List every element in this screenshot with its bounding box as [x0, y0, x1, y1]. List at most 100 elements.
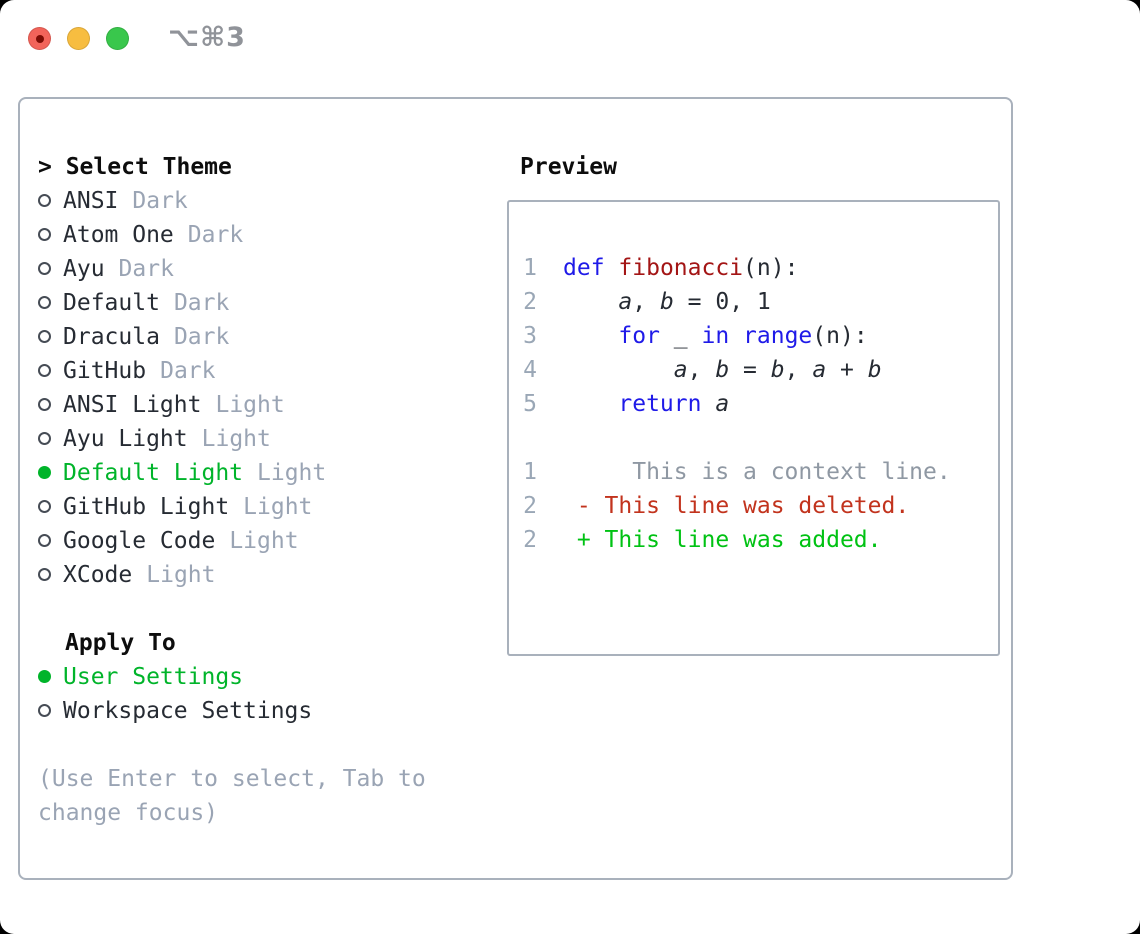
theme-list-title: Select Theme [65, 154, 232, 180]
diff-line-added: 2 + This line was added. [523, 523, 998, 557]
code-token-plain: , [784, 357, 813, 383]
theme-option-ayu-light[interactable]: Ayu Light Light [38, 422, 488, 456]
code-token-plain [605, 255, 619, 281]
radio-icon [38, 262, 51, 275]
diff-line-deleted: 2 - This line was deleted. [523, 489, 998, 523]
theme-variant-tag: Light [257, 460, 327, 486]
radio-icon [38, 500, 51, 513]
line-number: 1 [523, 255, 537, 281]
window-title: ⌥⌘3 [168, 22, 246, 53]
radio-icon [38, 534, 51, 547]
code-token-plain: (n): [743, 255, 799, 281]
code-token-keyword: for [618, 323, 660, 349]
theme-name: XCode [63, 562, 133, 588]
zoom-button[interactable] [106, 27, 129, 50]
radio-icon [38, 432, 51, 445]
theme-option-default-light[interactable]: Default Light Light [38, 456, 488, 490]
line-number: 2 [523, 289, 537, 315]
theme-option-ansi-light[interactable]: ANSI Light Light [38, 388, 488, 422]
code-line: 4 a, b = b, a + b [523, 353, 998, 387]
theme-variant-tag: Light [243, 494, 313, 520]
radio-icon [38, 296, 51, 309]
cursor-icon: > [38, 154, 66, 180]
apply-to-header: Apply To [65, 630, 176, 656]
theme-option-default[interactable]: Default Dark [38, 286, 488, 320]
code-line: 1 def fibonacci(n): [523, 251, 998, 285]
radio-icon [38, 704, 51, 717]
code-token-variable: b [867, 357, 882, 383]
theme-name: Ayu [63, 256, 105, 282]
theme-name: Ayu Light [63, 426, 188, 452]
line-number: 2 [523, 493, 537, 519]
theme-variant-tag: Light [201, 426, 271, 452]
code-token-variable: b [659, 289, 674, 315]
code-token-plain: , [687, 357, 716, 383]
theme-variant-tag: Light [146, 562, 216, 588]
code-token-plain [563, 391, 618, 417]
theme-name: ANSI Light [63, 392, 202, 418]
radio-icon [38, 398, 51, 411]
theme-variant-tag: Light [215, 392, 285, 418]
theme-variant-tag: Dark [160, 358, 216, 384]
theme-name: Default [63, 290, 160, 316]
close-button[interactable] [28, 27, 51, 50]
theme-variant-tag: Dark [132, 188, 188, 214]
code-token-variable: a [715, 391, 730, 417]
line-number: 2 [523, 527, 537, 553]
theme-name: GitHub [63, 358, 147, 384]
keyboard-hint: (Use Enter to select, Tab to change focu… [38, 766, 426, 826]
theme-name: Default Light [63, 460, 244, 486]
apply-option-workspace-settings[interactable]: Workspace Settings [38, 694, 488, 728]
code-token-keyword: in [701, 323, 730, 349]
radio-icon [38, 228, 51, 241]
theme-option-github[interactable]: GitHub Dark [38, 354, 488, 388]
code-token-plain: = [729, 357, 771, 383]
theme-name: Dracula [63, 324, 160, 350]
preview-title: Preview [520, 154, 617, 180]
diff-text: - This line was deleted. [563, 493, 910, 519]
code-token-keyword: def [563, 255, 605, 281]
code-line: 2 a, b = 0, 1 [523, 285, 998, 319]
line-number: 3 [523, 323, 537, 349]
code-token-plain [729, 323, 743, 349]
radio-selected-icon [38, 670, 51, 683]
diff-text: + This line was added. [563, 527, 882, 553]
apply-option-name: Workspace Settings [63, 698, 313, 724]
minimize-button[interactable] [67, 27, 90, 50]
code-line: 3 for _ in range(n): [523, 319, 998, 353]
theme-variant-tag: Light [229, 528, 299, 554]
code-token-plain [701, 391, 715, 417]
code-token-plain: + [826, 357, 868, 383]
code-token-function: fibonacci [618, 255, 744, 281]
code-token-plain [563, 289, 618, 315]
radio-icon [38, 568, 51, 581]
code-token-plain [563, 323, 618, 349]
code-token-keyword: return [618, 391, 702, 417]
code-token-keyword: range [743, 323, 813, 349]
theme-variant-tag: Dark [173, 290, 230, 316]
theme-option-xcode[interactable]: XCode Light [38, 558, 488, 592]
code-token-plain: = 0, 1 [673, 289, 771, 315]
diff-text: This is a context line. [563, 459, 951, 485]
line-number: 4 [523, 357, 537, 383]
radio-icon [38, 330, 51, 343]
code-token-variable: a [618, 289, 633, 315]
theme-name: Atom One [63, 222, 174, 248]
radio-icon [38, 194, 51, 207]
code-line: 5 return a [523, 387, 998, 421]
apply-option-user-settings[interactable]: User Settings [38, 660, 488, 694]
code-token-plain: , [632, 289, 660, 315]
